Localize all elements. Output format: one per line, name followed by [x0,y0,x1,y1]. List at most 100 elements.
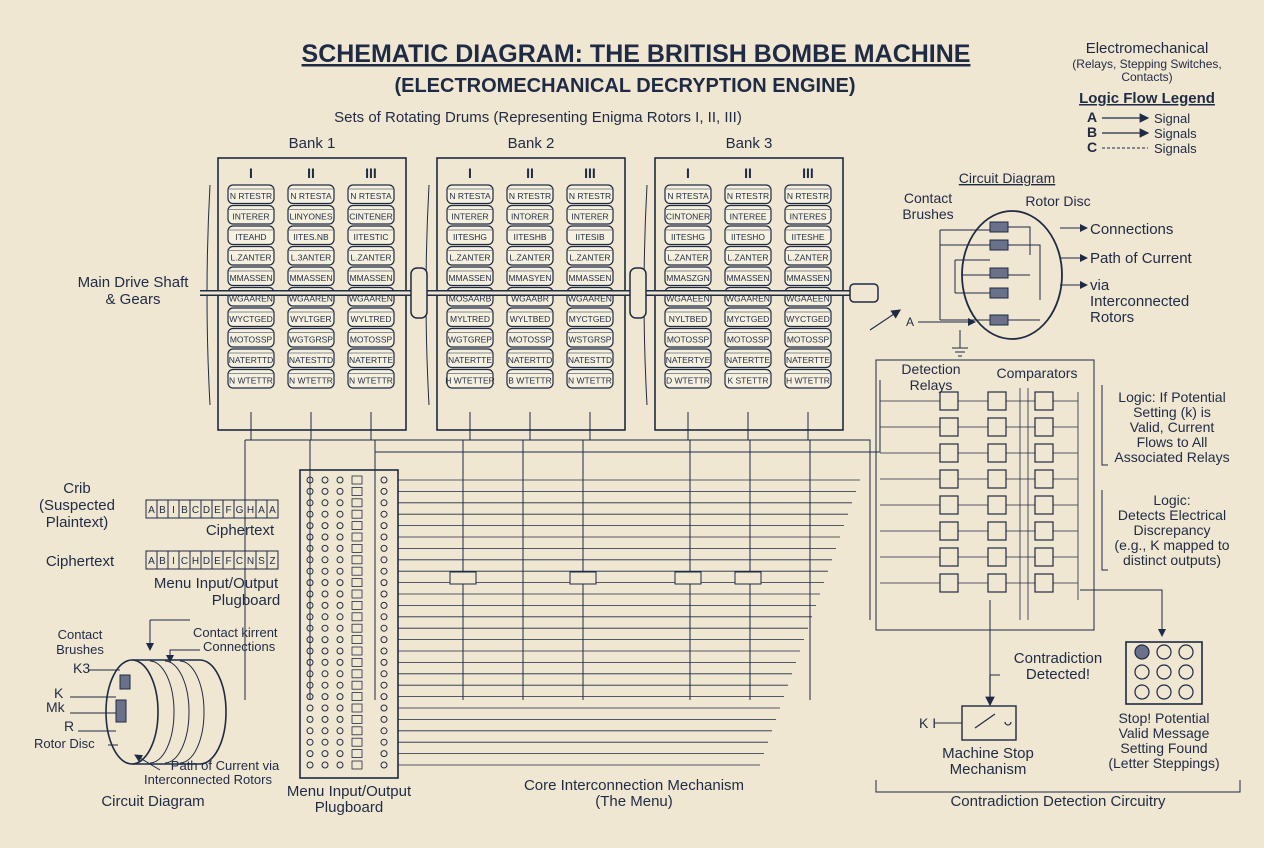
drum [347,225,395,246]
drum-banks: Bank 1IN RTESTRINTERERITEAHDL.ZANTERMMAS… [206,135,844,440]
drum-label: L.ZANTER [509,253,550,263]
drum-label: L.ZANTER [727,253,768,263]
circuit-left-title: Circuit Diagram [101,793,204,810]
drum [664,327,712,348]
logic1-line-2: Setting (k) is [1133,404,1211,420]
drum-label: MOTOSSP [727,335,770,345]
plugboard-bottom-1: Menu Input/Output [287,783,412,800]
drum [784,368,832,389]
gear-1 [410,267,428,319]
detection-relays-label-2: Relays [910,377,953,393]
diagram-subtitle: (ELECTROMECHANICAL DECRYPTION ENGINE) [394,75,855,97]
drum-label: WGTGREP [448,335,492,345]
indicator-lamp [1134,684,1150,700]
drum-label: WGAAREN [349,294,393,304]
logic2-line-1: Logic: [1153,492,1190,508]
drum-label: L.ZANTER [350,253,391,263]
rotor-numeral: III [365,165,377,181]
letter: N [247,556,254,567]
drum [566,245,614,266]
diagram-title: SCHEMATIC DIAGRAM: THE BRITISH BOMBE MAC… [302,40,971,68]
drum [664,348,712,369]
main-drive-label-2: & Gears [105,291,160,308]
drum [227,245,275,266]
drum-label: INTORER [511,212,549,222]
stop-switch-label: K I [919,715,936,731]
logic1-line-4: Flows to All [1137,434,1208,450]
drum [664,368,712,389]
drum-label: MYCTGED [727,314,770,324]
drum-label: N RTESTA [350,191,392,201]
circuit-left-contact-current: Contact kirrent [193,625,278,640]
drum [347,204,395,225]
letter: C [192,505,199,516]
letter: B [181,505,188,516]
drum [784,266,832,287]
circuit-left-path-2: Interconnected Rotors [144,772,272,787]
drum-label: CINTONER [666,212,710,222]
drum [446,307,494,328]
logic2-line-5: distinct outputs) [1123,552,1221,568]
drum [664,204,712,225]
drum [446,225,494,246]
drum-label: NYLTBED [669,314,708,324]
circuit-left-label-1: Contact [58,627,103,642]
drum [506,245,554,266]
drum [347,348,395,369]
core-label-1: Core Interconnection Mechanism [524,777,744,794]
drum [506,348,554,369]
drum-label: INTERER [232,212,269,222]
drum [287,204,335,225]
drum-label: IITES.NB [293,232,329,242]
drum [784,307,832,328]
drum [446,184,494,205]
drum [664,307,712,328]
drum [566,266,614,287]
contradiction-section: Contradiction Detected! K I Machine Stop… [875,589,1241,810]
drum-label: WGAABR [511,294,549,304]
drum-label: MOTOSSP [667,335,710,345]
letter-cell [266,499,279,519]
drum-label: WGAAEEN [666,294,709,304]
drum-label: L.ZANTER [230,253,271,263]
drum-label: INTERER [451,212,488,222]
indicator-lamp [1156,644,1172,660]
letter: G [236,505,244,516]
letter-cell [266,550,279,570]
bank-label: Bank 2 [508,135,555,152]
drum [784,184,832,205]
kind-detail-2: Contacts) [1121,70,1172,84]
crib-label-1: Crib [63,480,91,497]
drum-label: N WTETTR [229,376,273,386]
drum-label: MMASSEN [350,273,393,283]
drum-label: N WTETTR [289,376,333,386]
drum-label: N WTETTR [568,376,612,386]
circuit-right-connections: Connections [1090,221,1173,238]
letter: A [269,505,276,516]
rotor-numeral: III [584,165,596,181]
letter: C [236,556,243,567]
logic1-line-1: Logic: If Potential [1118,389,1225,405]
drum-label: WGAAREN [289,294,333,304]
drum [347,307,395,328]
rotor-numeral: II [744,165,752,181]
drum-label: MYCTGED [569,314,612,324]
drum-label: WGAAREN [726,294,770,304]
drum-label: B WTETTR [508,376,551,386]
indicator-lamp [1156,684,1172,700]
drum-label: MOTOSSP [230,335,273,345]
drum [506,327,554,348]
drum-label: NATERTTD [229,355,274,365]
circuit-right-rotor-disc: Rotor Disc [1025,193,1090,209]
drum [784,348,832,369]
drum-label: WSTGRSP [569,335,612,345]
drum-label: K STETTR [727,376,768,386]
circuit-left-k3: K3 [73,660,90,676]
circuit-right-input: A [906,315,914,329]
rotor-numeral: III [802,165,814,181]
drum-label: N RTESTA [449,191,491,201]
drum [506,266,554,287]
drum [784,204,832,225]
drum-label: D WTETTR [666,376,710,386]
